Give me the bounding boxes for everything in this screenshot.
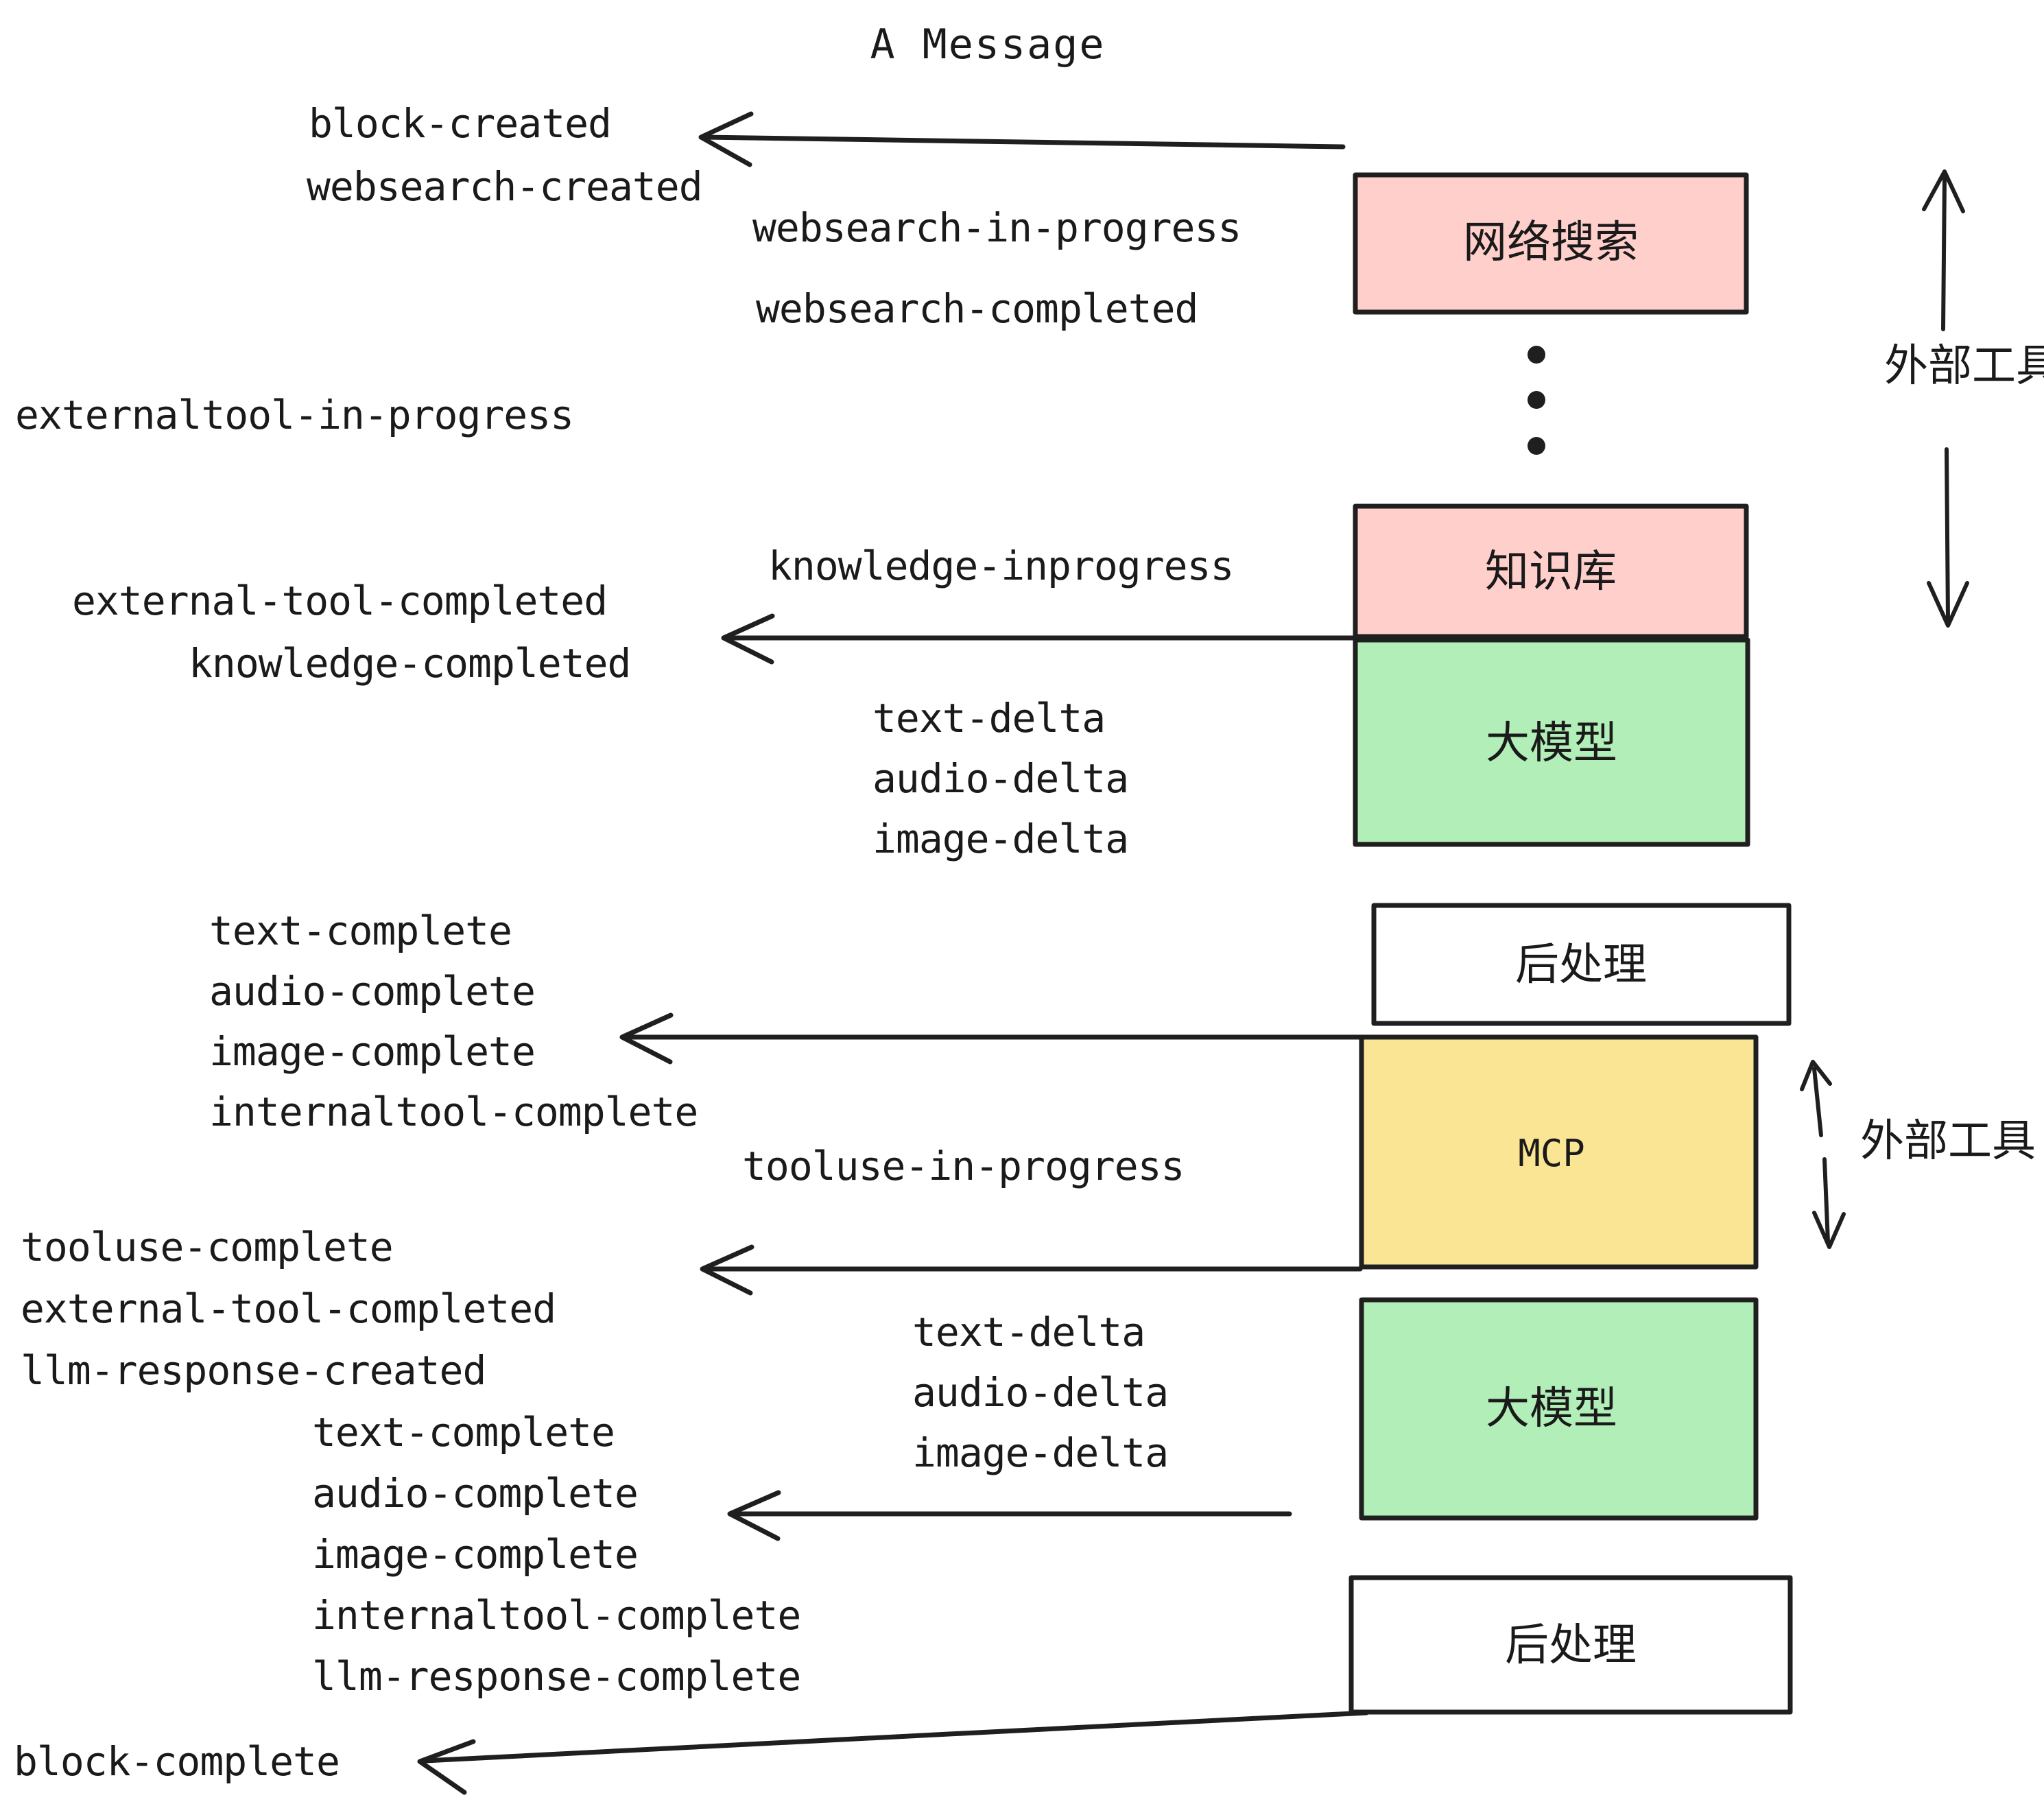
event-websearch-completed: websearch-completed [756, 285, 1198, 332]
box-mcp-rect [1359, 1034, 1759, 1270]
box-knowledge[interactable]: 知识库 [1353, 503, 1749, 639]
event-external-tool-completed-1: external-tool-completed [72, 578, 607, 624]
event-image-complete-1: image-complete [209, 1028, 535, 1075]
event-external-tool-completed-2: external-tool-completed [21, 1285, 556, 1332]
external-tools-top-label: 外部工具 [1884, 341, 2044, 392]
box-llm-1-label: 大模型 [1486, 718, 1617, 769]
box-postprocess-1[interactable]: 后处理 [1371, 903, 1792, 1026]
box-websearch-rect [1353, 172, 1749, 315]
arrow-audio-complete [727, 1490, 1292, 1541]
arrow-block-complete [417, 1710, 1369, 1795]
box-postprocess-2-rect [1348, 1575, 1793, 1715]
arrow-knowledge-completed [721, 613, 1357, 665]
event-audio-delta-1: audio-delta [872, 755, 1128, 802]
box-postprocess-2-label: 后处理 [1505, 1620, 1637, 1671]
arrow-image-complete [619, 1012, 1364, 1065]
box-llm-2-label: 大模型 [1486, 1384, 1617, 1434]
event-image-delta-1: image-delta [872, 816, 1128, 862]
box-websearch-label: 网络搜索 [1463, 217, 1639, 268]
event-audio-complete-2: audio-complete [312, 1470, 638, 1517]
event-knowledge-inprogress: knowledge-inprogress [768, 543, 1233, 589]
event-tooluse-in-progress: tooluse-in-progress [742, 1143, 1184, 1189]
event-tooluse-complete: tooluse-complete [21, 1224, 393, 1270]
event-text-complete-1: text-complete [209, 907, 512, 954]
box-llm-1[interactable]: 大模型 [1353, 637, 1750, 847]
external-tools-bottom-bracket [1800, 1060, 1846, 1249]
event-llm-response-complete: llm-response-complete [312, 1653, 800, 1700]
box-llm-1-rect [1353, 637, 1750, 847]
event-block-complete: block-complete [14, 1738, 340, 1785]
event-text-delta-1: text-delta [872, 695, 1105, 741]
event-audio-delta-2: audio-delta [912, 1369, 1168, 1416]
arrow-block-created [698, 111, 1346, 167]
box-knowledge-rect [1353, 503, 1749, 639]
event-image-delta-2: image-delta [912, 1429, 1168, 1476]
event-text-delta-2: text-delta [912, 1309, 1145, 1355]
event-audio-complete-1: audio-complete [209, 968, 535, 1014]
event-internaltool-complete-2: internaltool-complete [312, 1592, 800, 1639]
event-externaltool-in-progress: externaltool-in-progress [15, 392, 573, 438]
box-llm-2[interactable]: 大模型 [1359, 1297, 1759, 1521]
external-tools-top-bracket [1922, 169, 1969, 628]
arrow-tooluse-complete [700, 1244, 1363, 1296]
box-postprocess-1-rect [1371, 903, 1792, 1026]
box-knowledge-label: 知识库 [1485, 547, 1617, 597]
event-text-complete-2: text-complete [312, 1409, 615, 1456]
box-postprocess-1-label: 后处理 [1515, 940, 1647, 990]
vertical-ellipsis-icon [1528, 346, 1545, 455]
box-llm-2-rect [1359, 1297, 1759, 1521]
box-postprocess-2[interactable]: 后处理 [1348, 1575, 1793, 1715]
box-mcp-label: MCP [1518, 1132, 1585, 1175]
box-websearch[interactable]: 网络搜索 [1353, 172, 1749, 315]
event-knowledge-completed: knowledge-completed [189, 640, 630, 687]
event-websearch-in-progress: websearch-in-progress [752, 204, 1241, 251]
event-internaltool-complete-1: internaltool-complete [209, 1089, 698, 1135]
event-block-created: block-created [309, 100, 611, 147]
page-title: A Message [870, 21, 1105, 69]
event-image-complete-2: image-complete [312, 1531, 638, 1578]
box-mcp[interactable]: MCP [1359, 1034, 1759, 1270]
external-tools-bottom-label: 外部工具 [1860, 1116, 2036, 1167]
event-websearch-created: websearch-created [307, 163, 702, 210]
event-llm-response-created: llm-response-created [21, 1347, 486, 1394]
